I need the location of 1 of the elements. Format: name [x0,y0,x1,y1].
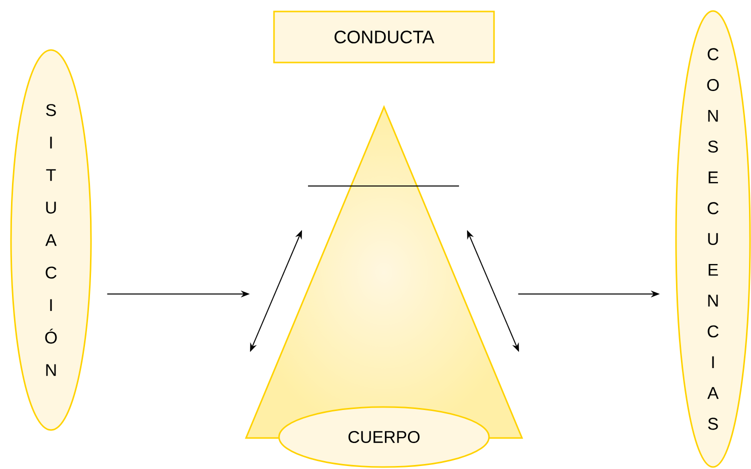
label-box: CONDUCTA [273,10,495,64]
